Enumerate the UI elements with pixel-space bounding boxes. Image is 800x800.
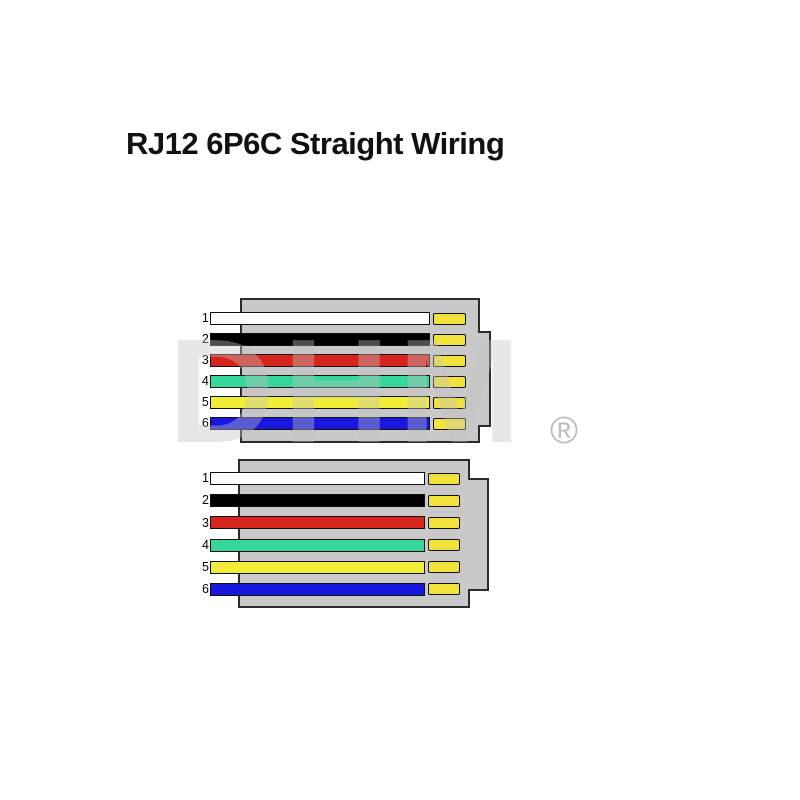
rj12-connector-top: 1 2 3 4 5 6 (196, 298, 496, 443)
wire-row-pin-3: 3 (196, 353, 467, 368)
pin-number-label: 3 (201, 353, 209, 368)
pin-number-label: 6 (201, 582, 209, 597)
pin-number-label: 5 (201, 560, 209, 574)
pin-number-label: 4 (201, 374, 209, 389)
wire-row-pin-4: 4 (196, 374, 467, 389)
black-wire (209, 333, 431, 346)
wire-row-pin-3: 3 (196, 515, 460, 530)
pin-number-label: 2 (201, 493, 209, 508)
gold-contact-pad (433, 396, 467, 409)
connector-latch-tab (478, 331, 491, 427)
gold-contact-pad (433, 354, 467, 367)
gold-contact-pad (428, 516, 460, 529)
gold-contact-pad (428, 561, 460, 574)
yellow-wire (209, 396, 431, 409)
wire-row-pin-1: 1 (196, 311, 467, 326)
gold-contact-pad (428, 472, 460, 485)
wire-row-pin-2: 2 (196, 493, 460, 508)
page-title: RJ12 6P6C Straight Wiring (126, 126, 505, 161)
gold-contact-pad (433, 417, 467, 430)
blue-wire (209, 417, 431, 430)
pin-number-label: 5 (201, 395, 209, 410)
wire-row-pin-4: 4 (196, 538, 460, 553)
yellow-wire (209, 560, 426, 574)
wire-row-pin-2: 2 (196, 332, 467, 347)
gold-contact-pad (433, 312, 467, 325)
white-wire (209, 472, 426, 485)
wire-row-pin-6: 6 (196, 416, 467, 431)
wire-rows: 1 2 3 4 5 6 (196, 471, 460, 597)
red-wire (209, 516, 426, 530)
pin-number-label: 1 (201, 311, 209, 326)
pin-number-label: 6 (201, 416, 209, 431)
pin-number-label: 3 (201, 515, 209, 530)
gold-contact-pad (428, 494, 460, 507)
gold-contact-pad (433, 333, 467, 346)
wire-rows: 1 2 3 4 5 6 (196, 311, 467, 431)
blue-wire (209, 582, 426, 596)
black-wire (209, 494, 426, 508)
gold-contact-pad (433, 375, 467, 388)
green-wire (209, 375, 431, 388)
connector-latch-tab (468, 478, 489, 591)
gold-contact-pad (428, 583, 460, 596)
registered-trademark-symbol: ® (550, 410, 578, 452)
wire-row-pin-5: 5 (196, 560, 460, 575)
pin-number-label: 1 (201, 471, 209, 486)
wire-row-pin-5: 5 (196, 395, 467, 410)
wire-row-pin-1: 1 (196, 471, 460, 486)
wire-row-pin-6: 6 (196, 582, 460, 597)
gold-contact-pad (428, 539, 460, 552)
pin-number-label: 4 (201, 537, 209, 552)
white-wire (209, 312, 431, 325)
green-wire (209, 538, 426, 552)
pin-number-label: 2 (201, 332, 209, 347)
rj12-connector-bottom: 1 2 3 4 5 6 (196, 459, 496, 608)
red-wire (209, 354, 431, 367)
